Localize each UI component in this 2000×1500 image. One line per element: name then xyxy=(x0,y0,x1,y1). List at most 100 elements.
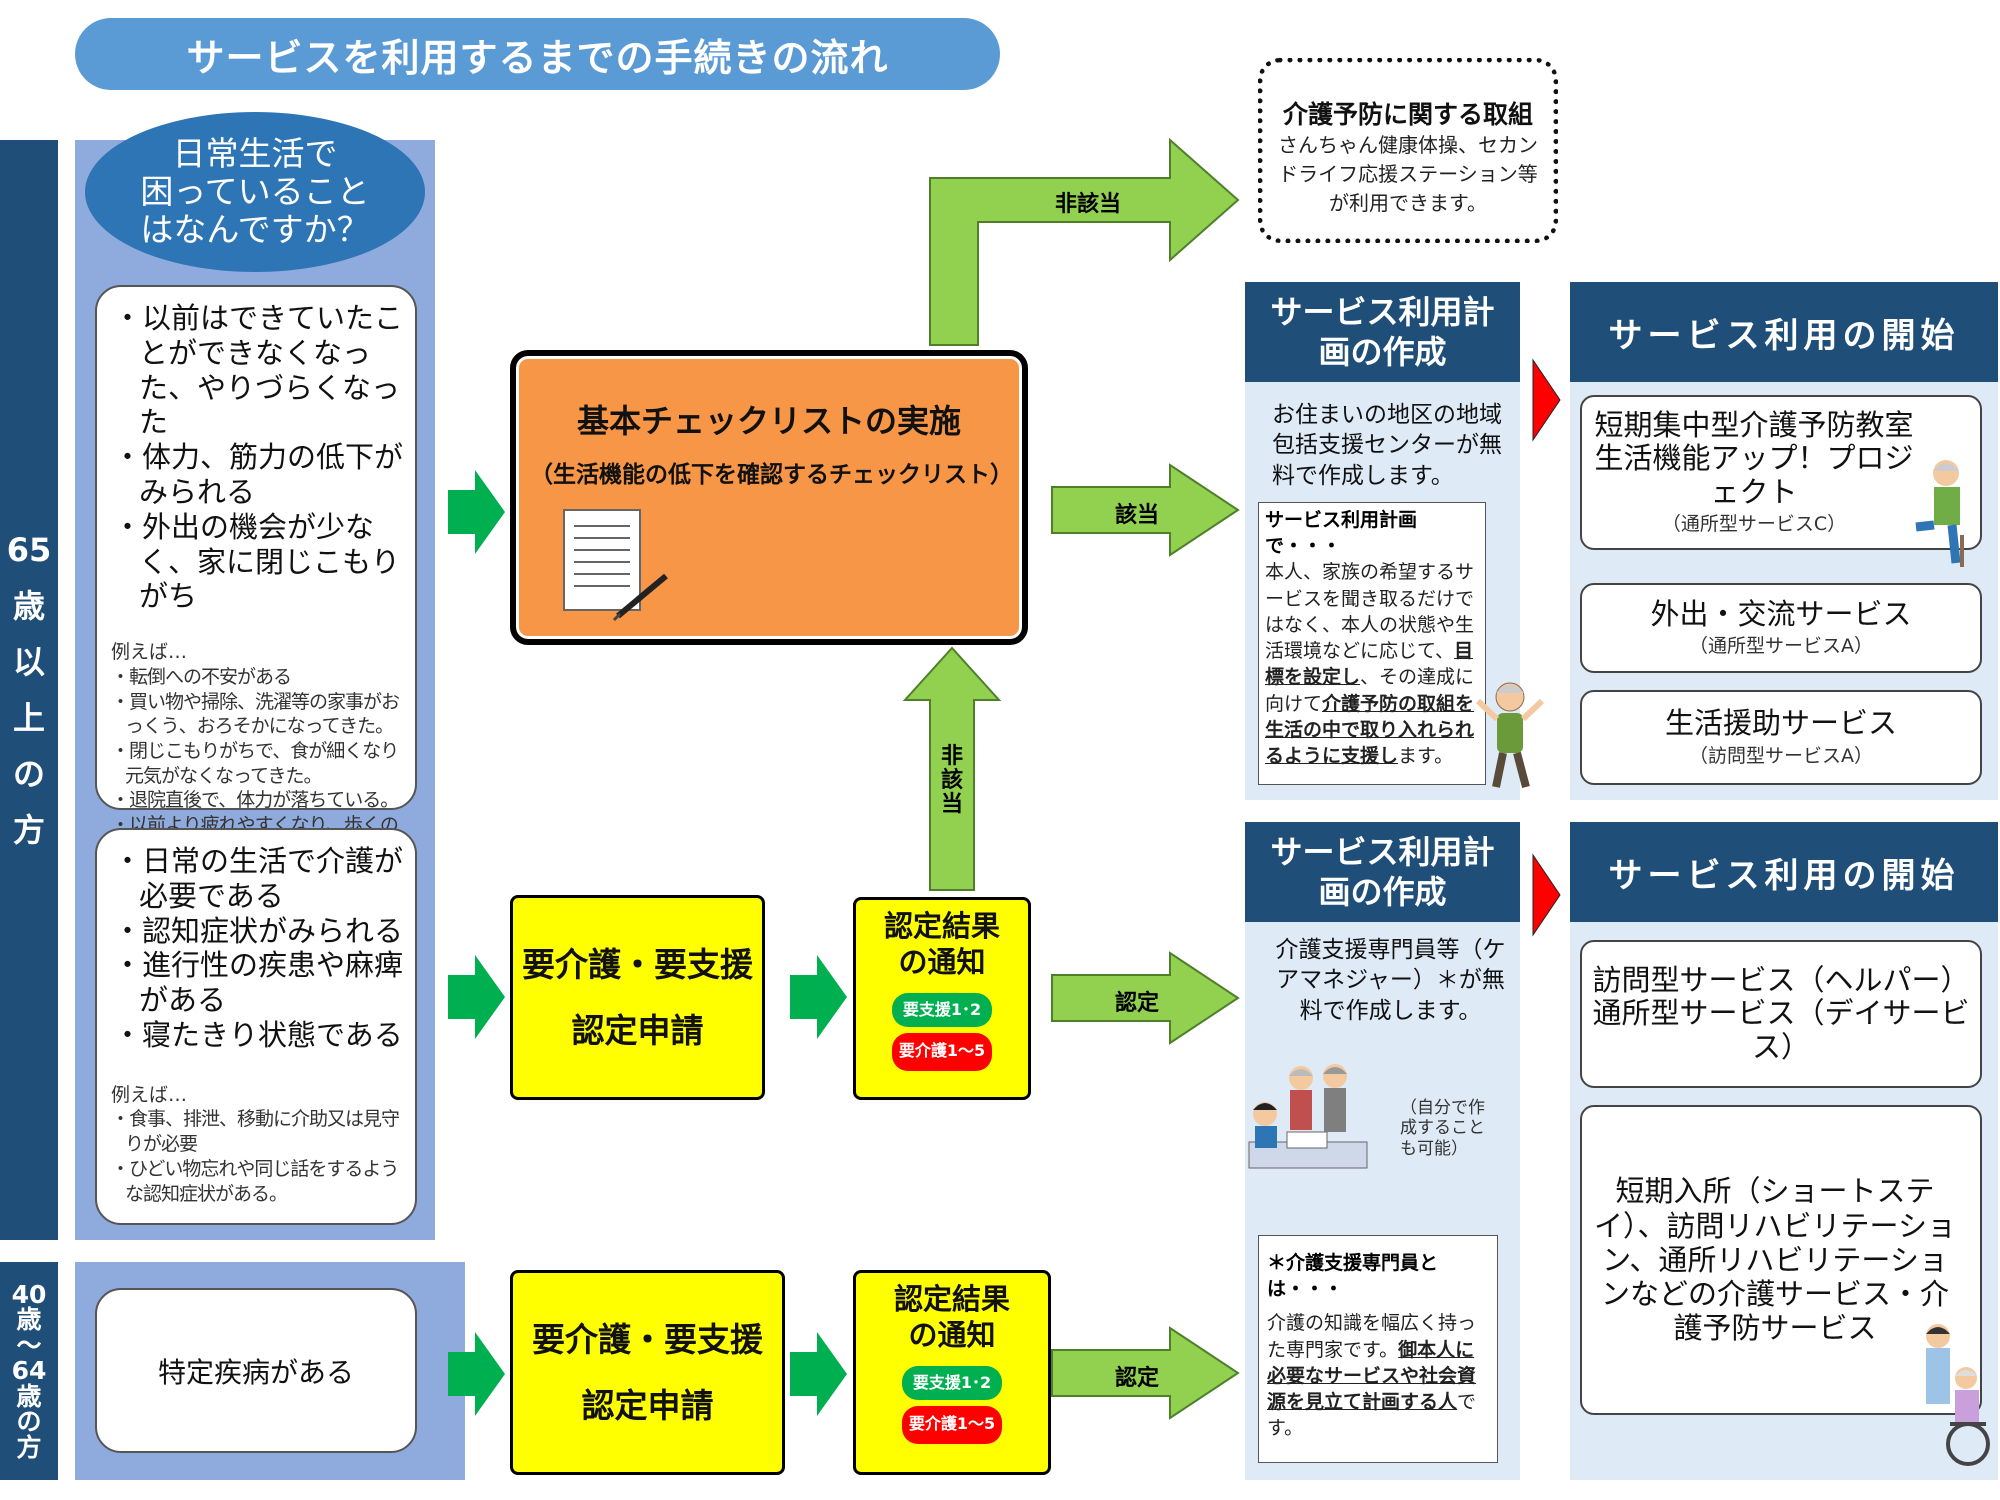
start-header-2: サービス利用の開始 xyxy=(1570,822,1998,922)
example-item: ・ひどい物忘れや同じ話をするような認知症状がある。 xyxy=(111,1157,399,1205)
prevention-box: 介護予防に関する取組 さんちゃん健康体操、セカンドライフ応援ステーション等が利用… xyxy=(1258,58,1558,243)
result-line: の通知 xyxy=(908,1318,996,1353)
age-label-part: 65 xyxy=(6,531,52,569)
application-box-2: 要介護・要支援 認定申請 xyxy=(510,1270,785,1475)
example-heading: 例えば… xyxy=(111,641,188,664)
plan-note-head: ＊介護支援専門員とは・・・ xyxy=(1267,1252,1439,1301)
result-box-1: 認定結果 の通知 要支援1･2 要介護1〜5 xyxy=(853,897,1031,1100)
plan-header-2: サービス利用計画の作成 xyxy=(1245,822,1520,922)
service-box: 生活援助サービス （訪問型サービスA） xyxy=(1580,690,1982,785)
example-item: ・食事、排泄、移動に介助又は見守りが必要 xyxy=(111,1108,400,1156)
bubble-line: 困っていること xyxy=(140,172,370,212)
result-line: 認定結果 xyxy=(883,909,1000,943)
application-box-1: 要介護・要支援 認定申請 xyxy=(510,895,765,1100)
arrow-right-icon xyxy=(790,1332,847,1416)
plan-body-1: お住まいの地区の地域包括支援センターが無料で作成します。 xyxy=(1272,402,1502,489)
apply-line: 認定申請 xyxy=(581,1385,714,1425)
label-nintei-1: 認定 xyxy=(1115,991,1160,1016)
label-hi-gaitou-vertical: 非該当 xyxy=(940,744,963,818)
age-label-part: 〜 xyxy=(16,1330,42,1360)
arrow-hi-gaitou-top xyxy=(929,137,1240,346)
symptom-item: ・以前はできていたことができなくなった、やりづらくなった xyxy=(113,301,404,440)
service-box: 外出・交流サービス （通所型サービスA） xyxy=(1580,583,1982,673)
bubble-line: はなんですか？ xyxy=(140,209,370,249)
service-main: 短期集中型介護予防教室生活機能アップ！プロジェクト xyxy=(1594,407,1914,509)
plan-note-emph: 御本人に必要なサービスや社会資源を見立て計画する人 xyxy=(1267,1338,1477,1414)
cheering-elder-icon xyxy=(1475,682,1545,789)
service-sub: （通所型サービスC） xyxy=(1661,513,1847,536)
badge-kaigo: 要介護1〜5 xyxy=(902,1405,1002,1444)
self-create-note: （自分で作成することも可能） xyxy=(1400,1098,1485,1159)
badge-shien: 要支援1･2 xyxy=(902,1365,1002,1400)
checklist-subtitle: （生活機能の低下を確認するチェックリスト） xyxy=(530,462,1013,488)
plan-note-head: サービス利用計画で・・・ xyxy=(1265,509,1418,558)
plan-note-text: 本人、家族の希望するサービスを聞き取るだけではなく、本人の状態や生活環境などに応… xyxy=(1265,561,1475,663)
exercising-elder-icon xyxy=(1915,460,1964,567)
symptom-item: ・外出の機会が少なく、家に閉じこもりがち xyxy=(113,509,401,614)
service-box: 短期入所（ショートステイ）、訪問リハビリテーション、通所リハビリテーションなどの… xyxy=(1580,1105,1982,1415)
plan-note-text: です。 xyxy=(1267,1391,1477,1440)
service-sub: （通所型サービスA） xyxy=(1689,635,1873,658)
plan-note-text: 、その達成に向けて xyxy=(1265,666,1475,715)
result-line: 認定結果 xyxy=(893,1282,1010,1316)
plan-note-text: 介護の知識を幅広く持った専門家です。 xyxy=(1267,1312,1477,1361)
label-gaitou: 該当 xyxy=(1115,503,1160,528)
example-item: ・退院直後で、体力が落ちている。 xyxy=(111,789,399,812)
service-main: 生活援助サービス xyxy=(1664,706,1897,741)
red-arrow-icon xyxy=(1532,853,1561,937)
result-line: の通知 xyxy=(898,945,986,980)
age-label-part: 64 xyxy=(11,1356,47,1386)
symptom-item: ・認知症状がみられる xyxy=(113,913,404,948)
arrow-right-icon xyxy=(448,955,505,1039)
plan-note-text: ます。 xyxy=(1398,744,1454,767)
page-title: サービスを利用するまでの手続きの流れ xyxy=(75,18,1000,90)
age-label-part: 以 xyxy=(12,643,45,681)
symptom-box-light: ・以前はできていたことができなくなった、やりづらくなった ・体力、筋力の低下がみ… xyxy=(95,285,417,861)
wheelchair-care-icon xyxy=(1926,1324,1990,1466)
plan-note-2: ＊介護支援専門員とは・・・ 介護の知識を幅広く持った専門家です。御本人に必要なサ… xyxy=(1258,1235,1498,1463)
badge-shien: 要支援1･2 xyxy=(892,992,992,1027)
red-arrow-icon xyxy=(1532,358,1561,442)
example-item: ・転倒への不安がある xyxy=(111,665,292,688)
checklist-title: 基本チェックリストの実施 xyxy=(576,402,961,440)
age-label-40-64: 40 歳 〜 64 歳 の 方 xyxy=(0,1262,58,1480)
bubble-line: 日常生活で xyxy=(172,134,338,174)
plan-note-1: サービス利用計画で・・・ 本人、家族の希望するサービスを聞き取るだけではなく、本… xyxy=(1258,502,1486,785)
start-header-1: サービス利用の開始 xyxy=(1570,282,1998,382)
age-label-part: 方 xyxy=(12,811,45,849)
age-label-part: 上 xyxy=(12,699,45,737)
example-heading: 例えば… xyxy=(111,1083,188,1106)
age-label-part: 歳 xyxy=(16,1381,42,1411)
symptom-item: ・進行性の疾患や麻痺がある xyxy=(113,948,404,1018)
service-main: 短期入所（ショートステイ）、訪問リハビリテーション、通所リハビリテーションなどの… xyxy=(1594,1174,1956,1346)
age-label-part: 40 xyxy=(11,1279,47,1309)
example-item: ・閉じこもりがちで、食が細くなり元気がなくなってきた。 xyxy=(111,739,399,787)
service-sub: （訪問型サービスA） xyxy=(1689,744,1873,767)
age-label-part: 方 xyxy=(16,1432,42,1462)
symptom-item: ・体力、筋力の低下がみられる xyxy=(113,440,404,509)
age-label-65-plus: 65 歳 以 上 の 方 xyxy=(0,140,58,1240)
arrow-right-icon xyxy=(790,955,847,1039)
age-label-part: の xyxy=(12,755,45,793)
plan-note-emph: 目標を設定し xyxy=(1265,640,1474,689)
age-label-part: の xyxy=(16,1407,42,1437)
symptom-box-severe: ・日常の生活で介護が必要である ・認知症状がみられる ・進行性の疾患や麻痺がある… xyxy=(95,828,417,1225)
age-label-part: 歳 xyxy=(16,1305,42,1335)
service-box: 訪問型サービス（ヘルパー）通所型サービス（デイサービス） xyxy=(1580,940,1982,1088)
specific-disease-box: 特定疾病がある xyxy=(95,1288,417,1453)
service-main: 訪問型サービス（ヘルパー）通所型サービス（デイサービス） xyxy=(1592,962,1970,1064)
question-bubble: 日常生活で 困っていること はなんですか？ xyxy=(85,112,425,272)
arrow-right-icon xyxy=(448,470,505,554)
badge-kaigo: 要介護1〜5 xyxy=(892,1032,992,1071)
plan-body-2: 介護支援専門員等（ケアマネジャー）＊が無料で作成します。 xyxy=(1275,937,1506,1024)
apply-line: 要介護・要支援 xyxy=(522,944,753,984)
age-label-part: 歳 xyxy=(12,587,45,625)
symptom-item: ・日常の生活で介護が必要である xyxy=(113,844,404,913)
apply-line: 要介護・要支援 xyxy=(532,1319,763,1359)
label-hi-gaitou-top: 非該当 xyxy=(1055,192,1122,217)
checklist-document-icon xyxy=(563,509,668,622)
service-main: 外出・交流サービス xyxy=(1650,596,1912,631)
result-box-2: 認定結果 の通知 要支援1･2 要介護1〜5 xyxy=(853,1270,1051,1475)
care-manager-meeting-icon xyxy=(1248,1064,1368,1169)
label-nintei-2: 認定 xyxy=(1115,1366,1160,1391)
